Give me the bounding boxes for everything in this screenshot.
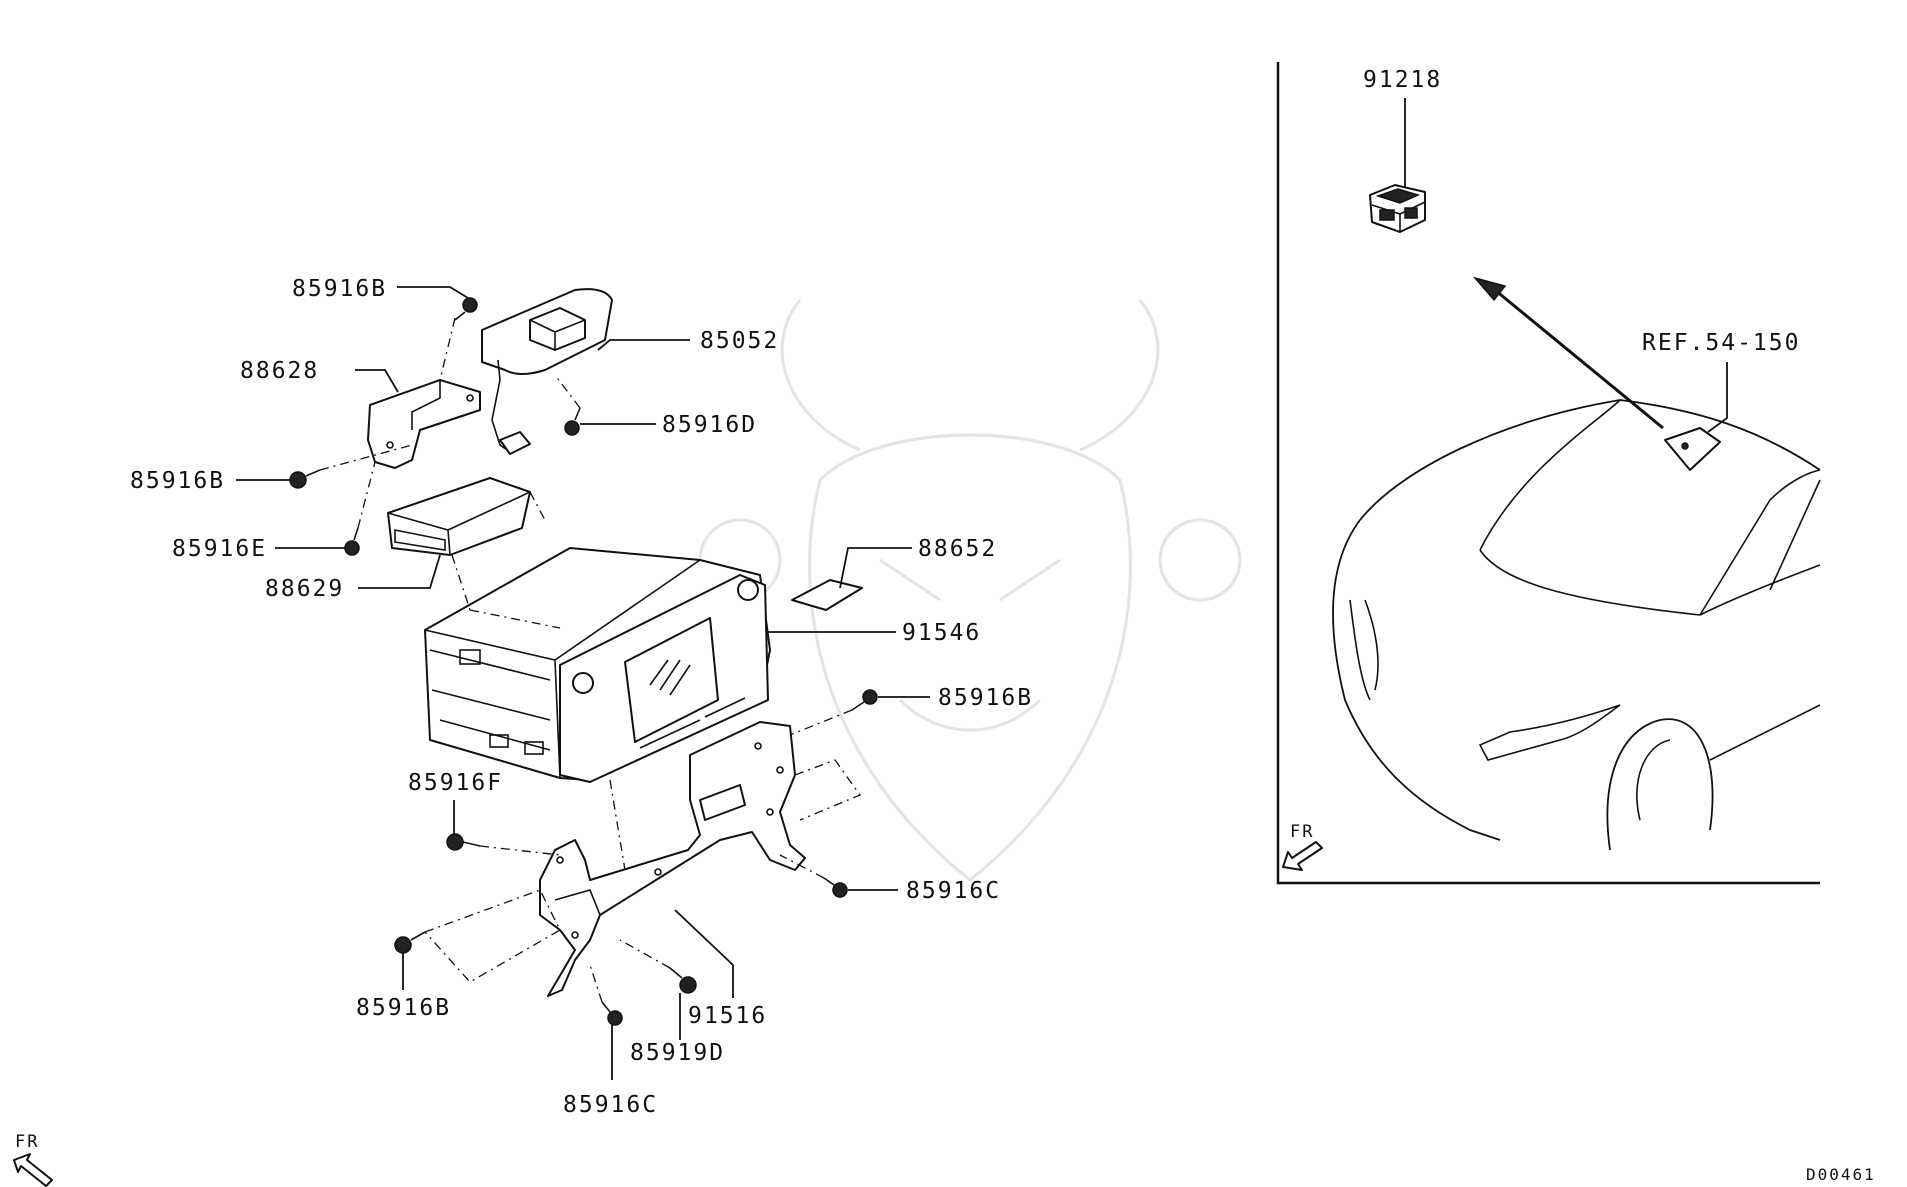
label-88652: 88652 [918,536,997,562]
part-88628-bracket [367,379,481,469]
label-85916B-top: 85916B [292,276,387,302]
label-91546: 91546 [902,620,981,646]
bolt-85916D [564,407,581,436]
label-85916B-bottom: 85916B [356,995,451,1021]
bolt-85916B-left [289,469,321,489]
fr-arrow-inset-icon [1282,841,1323,871]
label-91516: 91516 [688,1003,767,1029]
label-85916D: 85916D [662,412,757,438]
bolt-85916E [344,527,360,556]
fr-label-main: FR [15,1132,39,1152]
fr-arrow-main-icon [13,1153,53,1187]
label-88628: 88628 [240,358,319,384]
part-88629-unit [387,477,531,556]
assembly-lines [319,317,862,1003]
bolt-85919D [669,967,697,994]
part-91546-head-unit [424,547,771,783]
label-88629: 88629 [265,576,344,602]
label-85916E: 85916E [172,536,267,562]
bolt-85916C-bottom [601,1001,623,1026]
pointer-arrow [1472,276,1664,430]
bolt-85916C-right [823,877,848,898]
bolt-85916B-bottom [394,931,426,954]
part-85052-module [481,288,613,455]
diagram-code: D00461 [1806,1165,1876,1184]
part-91218-connector [1369,184,1426,233]
label-85052: 85052 [700,328,779,354]
label-85919D: 85919D [630,1040,725,1066]
bolt-85916F [446,833,481,851]
label-85916B-left: 85916B [130,468,225,494]
label-85916C-bottom: 85916C [563,1092,658,1118]
sensor-module [1664,427,1721,471]
part-91516-bracket [539,721,806,997]
part-88652-pad [791,579,863,611]
bolt-85916B-right [851,689,878,711]
leader-lines [236,286,930,1080]
fr-label-inset: FR [1290,822,1314,842]
label-85916B-right: 85916B [938,685,1033,711]
inset-panel: 91218 REF.54-150 [1276,62,1821,885]
bolt-85916B-top [454,297,478,321]
front-direction-main: FR [13,1132,53,1187]
callout-labels: 85916B 88628 85052 85916D 85916B 85916E … [130,276,1033,1118]
vehicle-outline [1332,399,1821,851]
reference-label: REF.54-150 [1642,330,1800,356]
label-91218: 91218 [1363,67,1442,93]
label-85916F: 85916F [408,770,503,796]
label-85916C-right: 85916C [906,878,1001,904]
